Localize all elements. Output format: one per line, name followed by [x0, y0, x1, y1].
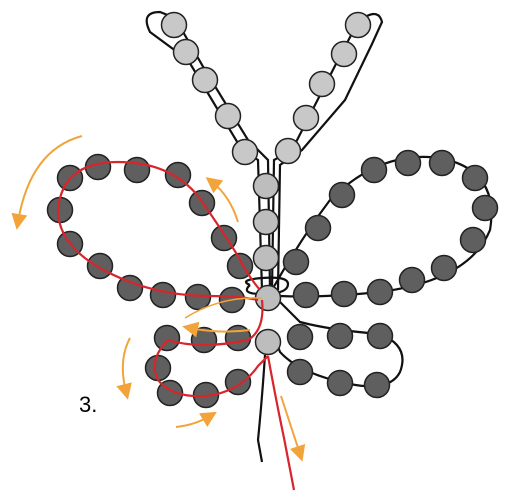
- straight-arrow-icon: [280, 395, 306, 462]
- curved-arrow-icon: [11, 135, 83, 230]
- curved-arrow-icon: [116, 337, 132, 400]
- curved-arrow-icon: [182, 321, 251, 338]
- right-lower-wing-beads: [286, 322, 394, 399]
- antenna-beads: [160, 11, 372, 166]
- curved-arrow-icon: [175, 411, 217, 428]
- left-upper-wing-beads: [46, 153, 254, 314]
- body-beads: [252, 172, 282, 356]
- right-upper-wing-beads: [282, 149, 499, 309]
- orange-inner-path: [184, 297, 263, 319]
- curved-arrow-icon: [205, 177, 239, 223]
- red-wire: [56, 160, 296, 491]
- step-label: 3.: [79, 392, 98, 417]
- direction-arrows: [11, 135, 306, 462]
